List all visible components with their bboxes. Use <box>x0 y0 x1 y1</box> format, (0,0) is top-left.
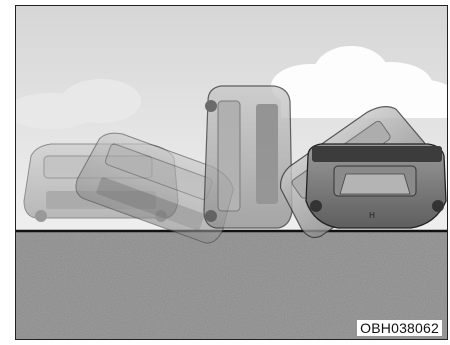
svg-text:H: H <box>369 211 375 220</box>
rollover-sequence-illustration: H <box>16 6 448 340</box>
figure-frame: H OBH038062 <box>15 5 448 340</box>
figure-code: OBH038062 <box>357 320 442 336</box>
car-icon: H <box>306 144 446 228</box>
car-icon <box>204 86 292 228</box>
